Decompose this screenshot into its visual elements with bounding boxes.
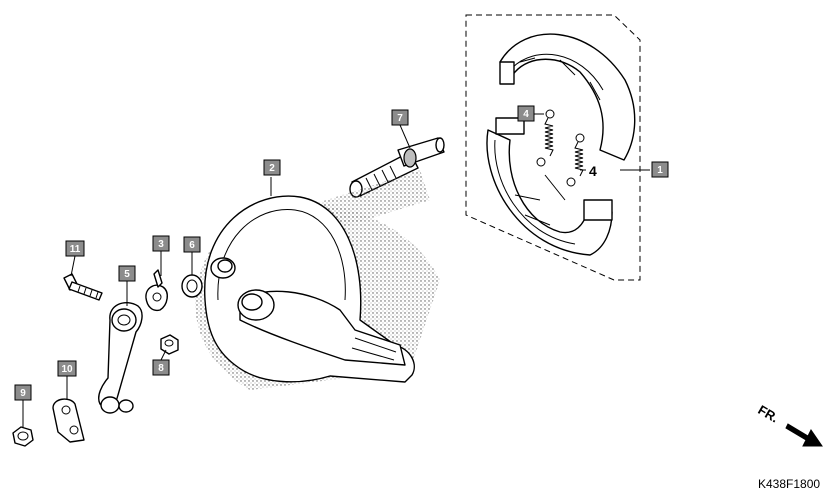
callout-9: 9 — [14, 384, 32, 401]
brake-shoe-lower — [486, 117, 613, 256]
callout-10: 10 — [57, 360, 77, 377]
brake-panel — [204, 195, 415, 383]
callout-3-label: 3 — [158, 239, 164, 250]
wear-indicator — [145, 269, 168, 312]
callout-7-label: 7 — [397, 113, 403, 124]
brake-shoe-assembly-boundary — [465, 14, 641, 281]
bolt — [63, 273, 103, 301]
flange-nut-9 — [12, 426, 34, 447]
brake-shoe-upper — [499, 33, 636, 161]
callout-1: 1 — [651, 161, 669, 178]
leader-lines — [22, 113, 650, 428]
brake-arm — [98, 302, 143, 414]
callout-8: 8 — [152, 359, 170, 376]
callout-7: 7 — [391, 109, 409, 126]
callout-4-plain: 4 — [589, 163, 597, 179]
callout-5-label: 5 — [124, 269, 130, 280]
front-arrow-icon — [785, 423, 823, 447]
return-spring-right — [566, 133, 585, 187]
return-spring-left — [536, 109, 555, 167]
callout-3: 3 — [152, 235, 170, 252]
front-direction-indicator: FR. — [756, 402, 823, 447]
callout-11-label: 11 — [70, 244, 81, 255]
callout-2: 2 — [263, 159, 281, 176]
callout-6-label: 6 — [189, 240, 195, 251]
stopper-plate — [52, 398, 85, 443]
callout-1-label: 1 — [657, 165, 663, 176]
callout-10-label: 10 — [61, 364, 73, 375]
nut-8 — [160, 334, 179, 355]
callout-5: 5 — [118, 265, 136, 282]
figure-code: K438F1800 — [758, 477, 820, 491]
callout-4-label: 4 — [523, 109, 529, 120]
callout-4: 4 — [517, 105, 535, 122]
callout-4-plain-label: 4 — [589, 163, 597, 179]
callout-6: 6 — [183, 236, 201, 253]
felt-seal — [181, 274, 203, 298]
callout-9-label: 9 — [20, 388, 26, 399]
front-direction-label: FR. — [756, 402, 782, 425]
callout-2-label: 2 — [269, 163, 275, 174]
callout-8-label: 8 — [158, 363, 164, 374]
callout-11: 11 — [65, 240, 85, 257]
